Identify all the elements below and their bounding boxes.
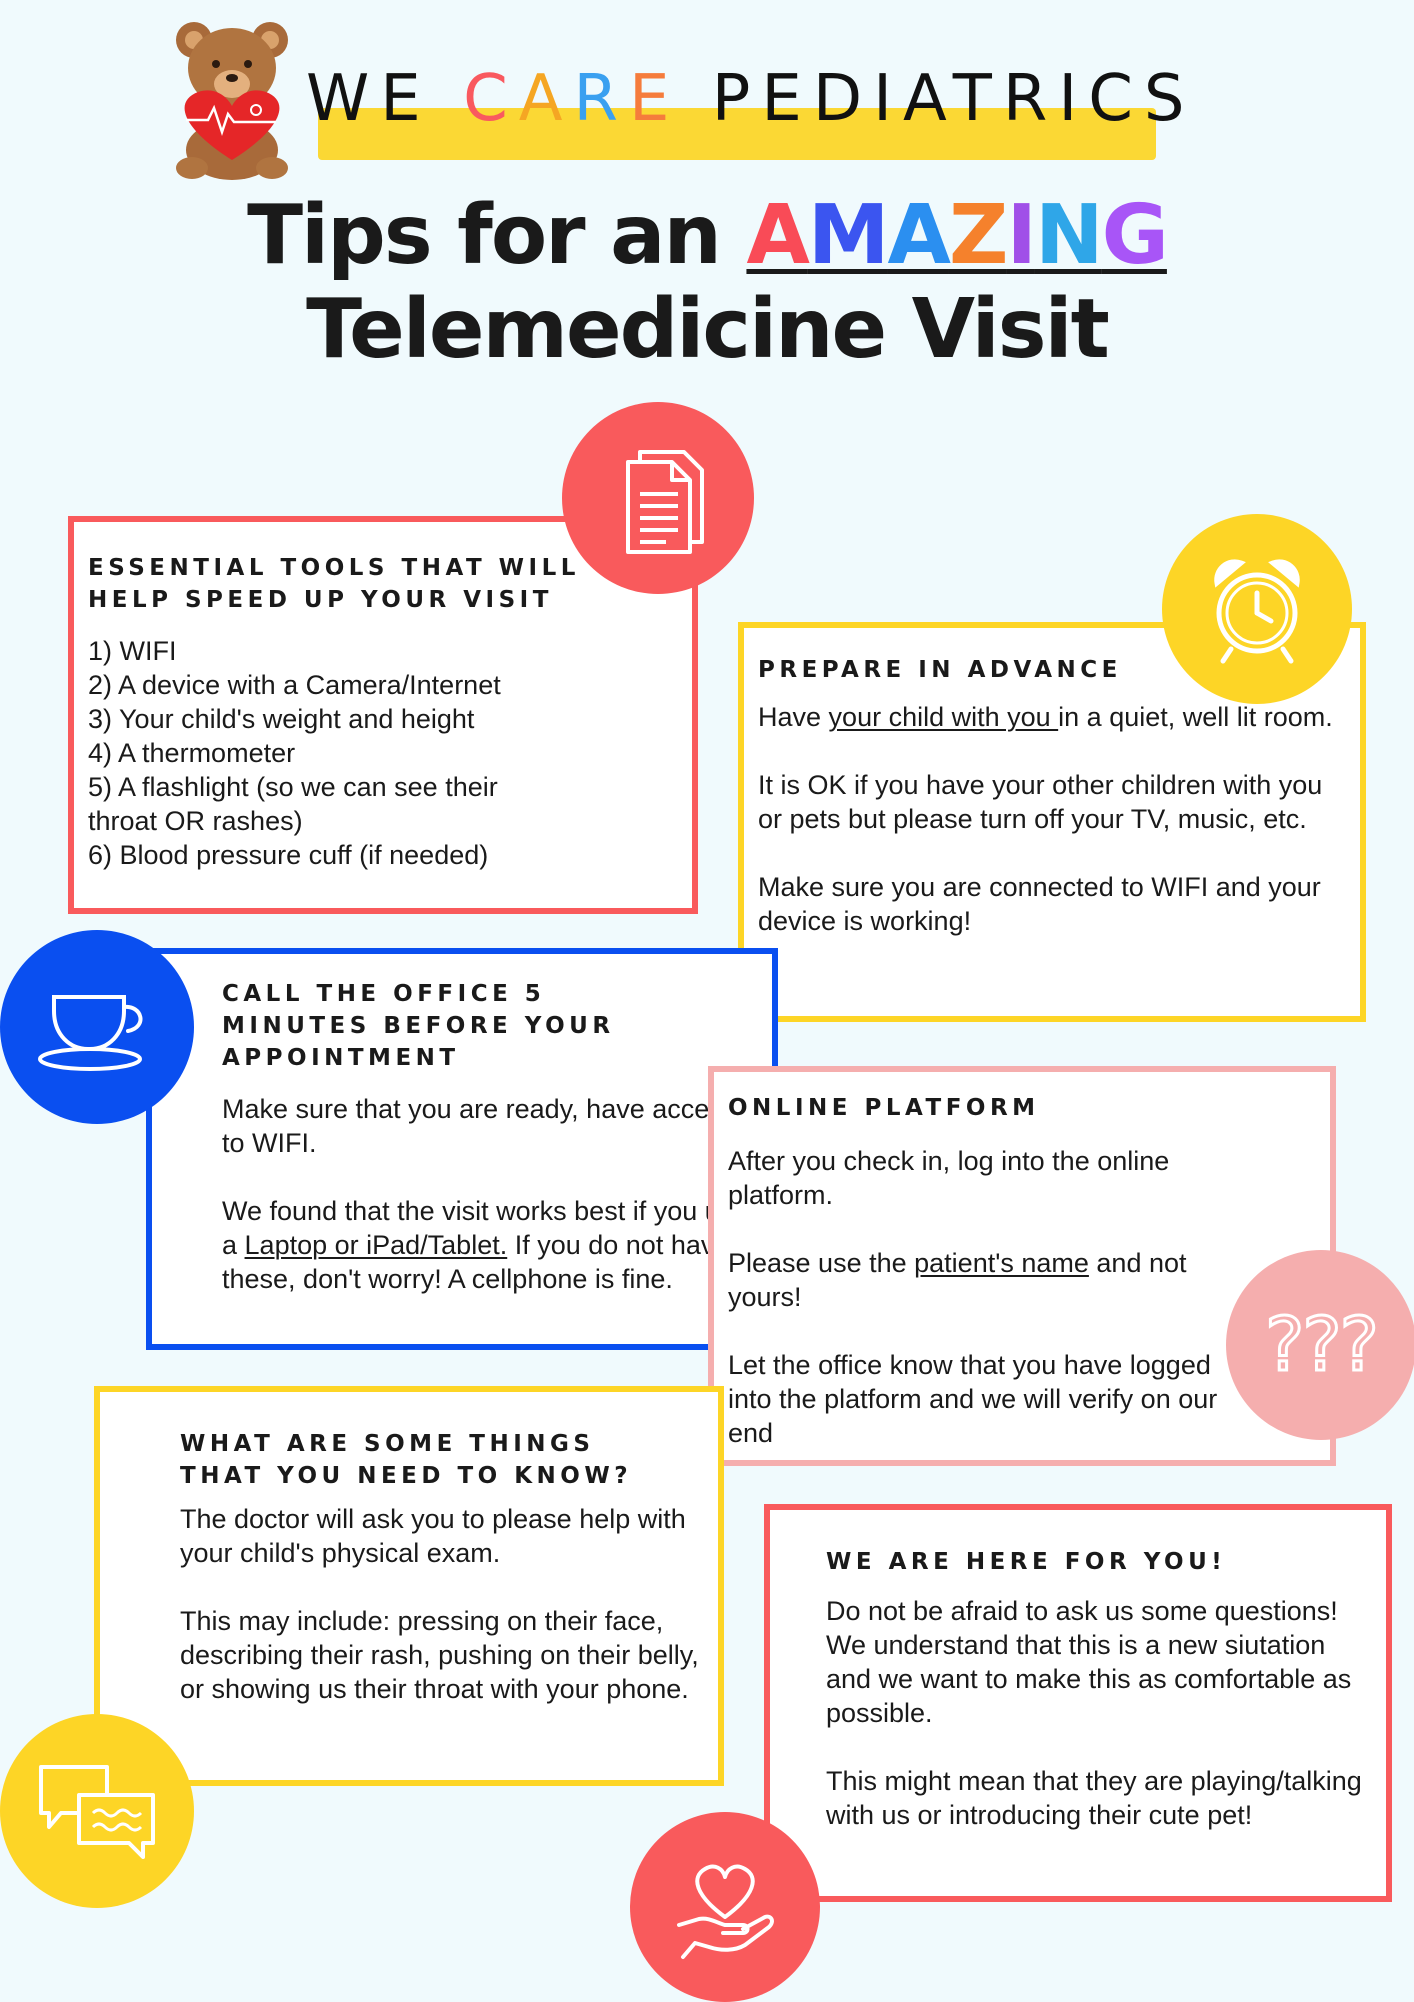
heading-line: HELP SPEED UP YOUR VISIT [88,587,553,613]
list-item: 4) A thermometer [88,738,296,768]
brand-highlight-bar [318,108,1156,160]
alarm-clock-icon [1162,514,1352,704]
text-span: Have [758,702,829,732]
question-marks-text: ??? [1264,1301,1381,1390]
heading-line: APPOINTMENT [222,1045,460,1071]
card-text: Let the office know that you have logged… [728,1350,1218,1448]
card-text: It is OK if you have your other children… [758,770,1323,834]
essential-tools-card: ESSENTIAL TOOLS THAT WILL HELP SPEED UP … [68,516,698,914]
heading-line: WHAT ARE SOME THINGS [180,1431,595,1457]
title-letter: A [887,188,951,283]
title-letter: Z [948,188,1008,283]
emphasis-text: your child with you [828,702,1059,732]
text-span: We found that the visit works best if yo… [222,1196,749,1260]
emphasis-text: Laptop or iPad/Tablet. [244,1230,508,1260]
card-text: Make sure you are connected to WIFI and … [758,872,1321,936]
teacup-icon [0,930,194,1124]
card-heading: PREPARE IN ADVANCE [758,657,1122,683]
heading-line: MINUTES BEFORE YOUR [222,1013,615,1039]
card-text: Do not be afraid to ask us some question… [826,1596,1352,1728]
card-text: Please use the patient's name and not yo… [728,1246,1248,1314]
heading-line: ESSENTIAL TOOLS THAT WILL [88,555,580,581]
brand-care-letter: R [573,62,629,136]
title-letter: I [1006,188,1036,283]
brand-care-letter: A [518,62,574,136]
card-heading: WE ARE HERE FOR YOU! [826,1549,1227,1575]
text-span: and not yours! [728,1248,1187,1312]
list-item: 6) Blood pressure cuff (if needed) [88,840,489,870]
brand-care-letter: C [463,62,519,136]
call-office-card: CALL THE OFFICE 5 MINUTES BEFORE YOUR AP… [146,948,778,1350]
text-span: If you do not have these, don't worry! A… [222,1230,730,1294]
title-letter: N [1034,188,1104,283]
brand-we: WE [306,62,432,136]
list-item: 3) Your child's weight and height [88,704,475,734]
here-for-you-card: WE ARE HERE FOR YOU! Do not be afraid to… [764,1504,1392,1902]
title-prefix: Tips for an [247,188,747,283]
online-platform-card: ONLINE PLATFORM After you check in, log … [708,1066,1336,1466]
title-letter: M [807,188,890,283]
list-item: 2) A device with a Camera/Internet [88,670,501,700]
title-letter: G [1101,188,1169,283]
text-span: in a quiet, well lit room. [1058,702,1333,732]
card-text: This might mean that they are playing/ta… [826,1766,1362,1830]
document-icon [562,402,754,594]
brand-name: WE CARE PEDIATRICS [306,62,1196,136]
chat-bubbles-icon [0,1714,194,1908]
brand-pediatrics: PEDIATRICS [711,62,1196,136]
card-text: Make sure that you are ready, have acces… [222,1094,737,1158]
text-span: Please use the [728,1248,915,1278]
list-item: 1) WIFI [88,636,177,666]
page-title-line2: Telemedicine Visit [306,282,1110,377]
title-letter: A [746,188,809,283]
card-heading: ONLINE PLATFORM [728,1095,1040,1121]
card-heading: CALL THE OFFICE 5 MINUTES BEFORE YOUR AP… [222,978,756,1074]
card-text: This may include: pressing on their face… [180,1606,699,1704]
teddy-bear-heart-logo-icon [164,10,300,182]
card-heading: WHAT ARE SOME THINGS THAT YOU NEED TO KN… [180,1428,702,1492]
question-marks-icon: ??? [1226,1250,1414,1440]
brand-care-letter: E [629,62,681,136]
card-heading: ESSENTIAL TOOLS THAT WILL HELP SPEED UP … [88,552,692,616]
list-item: throat OR rashes) [88,806,303,836]
heading-line: THAT YOU NEED TO KNOW? [180,1463,633,1489]
heart-hand-icon [630,1812,820,2002]
heading-line: CALL THE OFFICE 5 [222,981,546,1007]
page-title: Tips for an AMAZING [0,188,1414,283]
card-text: We found that the visit works best if yo… [222,1194,756,1296]
card-text: The doctor will ask you to please help w… [180,1504,686,1568]
emphasis-text: patient's name [914,1248,1089,1278]
card-text: Have your child with you in a quiet, wel… [758,700,1344,734]
title-highlight: AMAZING [746,188,1169,283]
card-text: After you check in, log into the online … [728,1146,1170,1210]
list-item: 5) A flashlight (so we can see their [88,772,498,802]
things-to-know-card: WHAT ARE SOME THINGS THAT YOU NEED TO KN… [94,1386,724,1786]
